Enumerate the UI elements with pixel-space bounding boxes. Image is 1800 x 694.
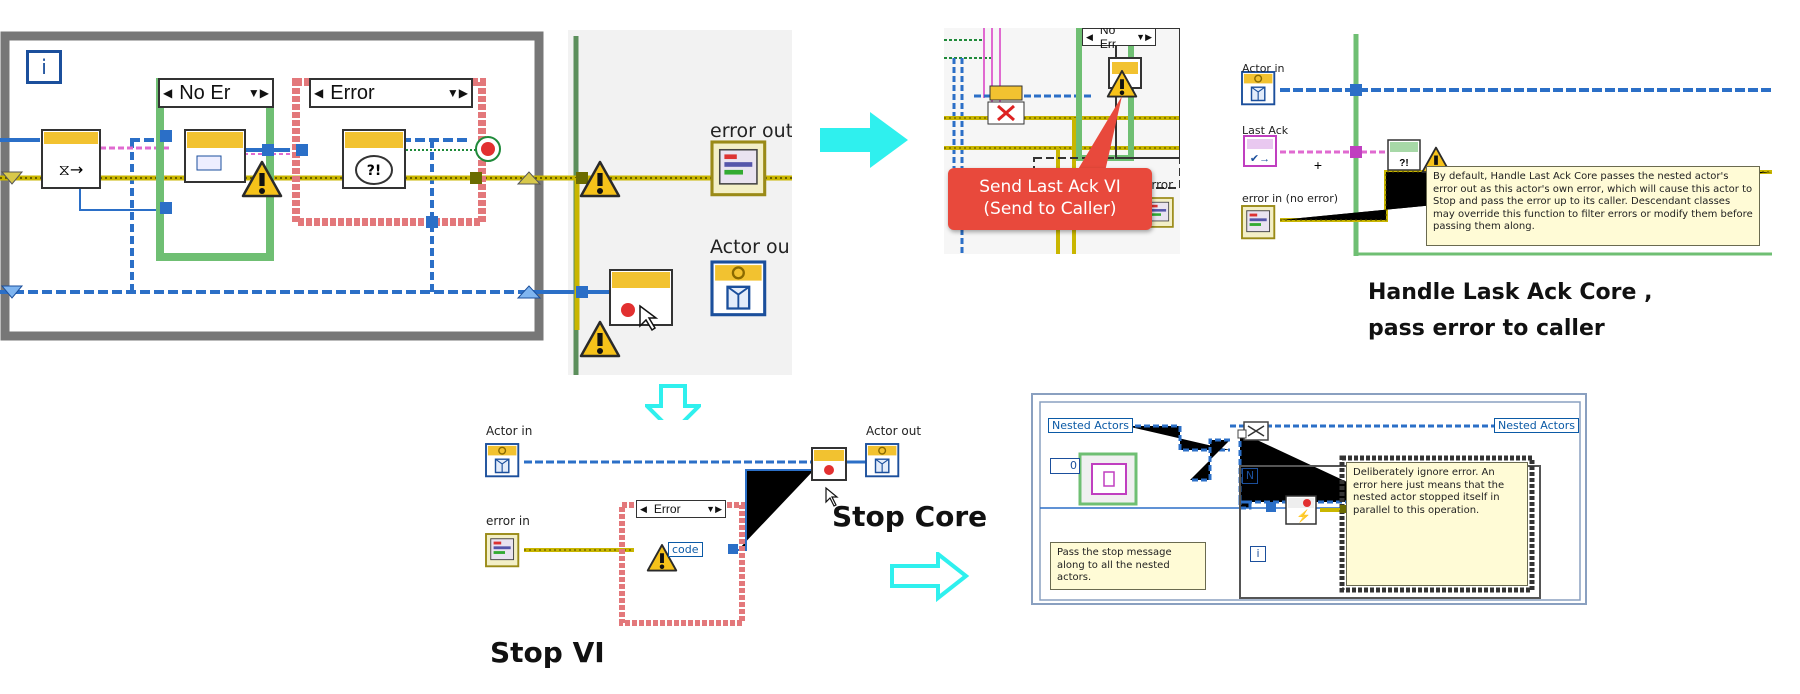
stop-vi-case-selector[interactable]: ◀ Error ▼▶	[636, 500, 726, 518]
send-last-ack-diagram: ◀ No Err ▼▶ error Send Last Ack VI (Send…	[944, 28, 1180, 254]
main-block-diagram: ⧖→ ?! i ◀ No Er ▼▶ ◀ Error ▼▶ error ou	[0, 30, 792, 375]
handle-last-ack-label: Last Ack	[1242, 124, 1289, 137]
callout-line2: (Send to Caller)	[983, 199, 1117, 219]
chevron-down-icon: ▼▶	[1136, 31, 1152, 42]
i-terminal: i	[1250, 546, 1266, 562]
stop-vi-error-in-label: error in	[486, 514, 530, 528]
n-terminal: N	[1242, 468, 1258, 484]
svg-text:✔→: ✔→	[1250, 153, 1270, 165]
stop-vi-actor-out-label: Actor out	[866, 424, 922, 438]
stop-core-caption: Stop Core	[832, 500, 988, 533]
prev-case-icon: ◀	[640, 503, 647, 514]
main-diagram-wires: ⧖→ ?!	[0, 30, 792, 375]
stop-vi-wires	[485, 443, 900, 626]
svg-text:⧖→: ⧖→	[59, 160, 84, 179]
svg-text:?!: ?!	[367, 163, 382, 179]
prev-case-icon: ◀	[163, 86, 173, 100]
handle-caption-line2: pass error to caller	[1368, 316, 1605, 341]
chevron-down-icon: ▼▶	[446, 86, 468, 100]
send-last-ack-callout: Send Last Ack VI (Send to Caller)	[948, 168, 1152, 230]
svg-text:?!: ?!	[1399, 158, 1408, 169]
handle-caption-line1: Handle Lask Ack Core ,	[1368, 280, 1653, 305]
chevron-down-icon: ▼▶	[706, 503, 722, 514]
stop-vi-diagram: Actor in Actor out error in ◀ Error ▼▶ c…	[484, 420, 924, 640]
arrow-down-icon	[645, 384, 701, 434]
svg-text:+: +	[1314, 157, 1322, 173]
handle-error-in-label: error in (no error)	[1242, 192, 1339, 205]
stop-vi-code-terminal: code	[668, 542, 703, 557]
stop-vi-actor-in-label: Actor in	[486, 424, 533, 438]
iteration-terminal: i	[26, 50, 62, 84]
stop-vi-caption: Stop VI	[490, 636, 605, 669]
stop-core-diagram: ⚡ Nested Actors Nested Actors N i 0 Pass…	[1030, 392, 1590, 608]
arrow-right-icon	[820, 112, 908, 168]
callout-line1: Send Last Ack VI	[979, 177, 1121, 197]
prev-case-icon: ◀	[314, 86, 324, 100]
constant-zero: 0	[1050, 458, 1080, 474]
stop-core-comment-right: Deliberately ignore error. An error here…	[1346, 462, 1528, 586]
prev-case-icon: ◀	[1086, 31, 1093, 42]
stop-core-comment-left: Pass the stop message along to all the n…	[1050, 542, 1206, 590]
nested-actors-left-terminal: Nested Actors	[1048, 418, 1133, 433]
svg-text:⚡: ⚡	[1296, 509, 1311, 523]
handle-last-ack-diagram: ✔→ + ?! Actor in Last Ack error in (no e…	[1236, 32, 1772, 260]
handle-comment: By default, Handle Last Ack Core passes …	[1426, 166, 1760, 246]
chevron-down-icon: ▼▶	[247, 86, 269, 100]
actor-out-label: Actor ou	[710, 236, 790, 258]
arrow-right-icon	[890, 552, 970, 602]
case2-selector[interactable]: ◀ Error ▼▶	[309, 78, 473, 108]
nested-actors-right-terminal: Nested Actors	[1494, 418, 1579, 433]
handle-actor-in-label: Actor in	[1242, 62, 1285, 75]
error-out-label: error out	[710, 120, 792, 142]
send-case-selector[interactable]: ◀ No Err ▼▶	[1082, 28, 1156, 51]
case1-selector[interactable]: ◀ No Er ▼▶	[158, 78, 274, 108]
